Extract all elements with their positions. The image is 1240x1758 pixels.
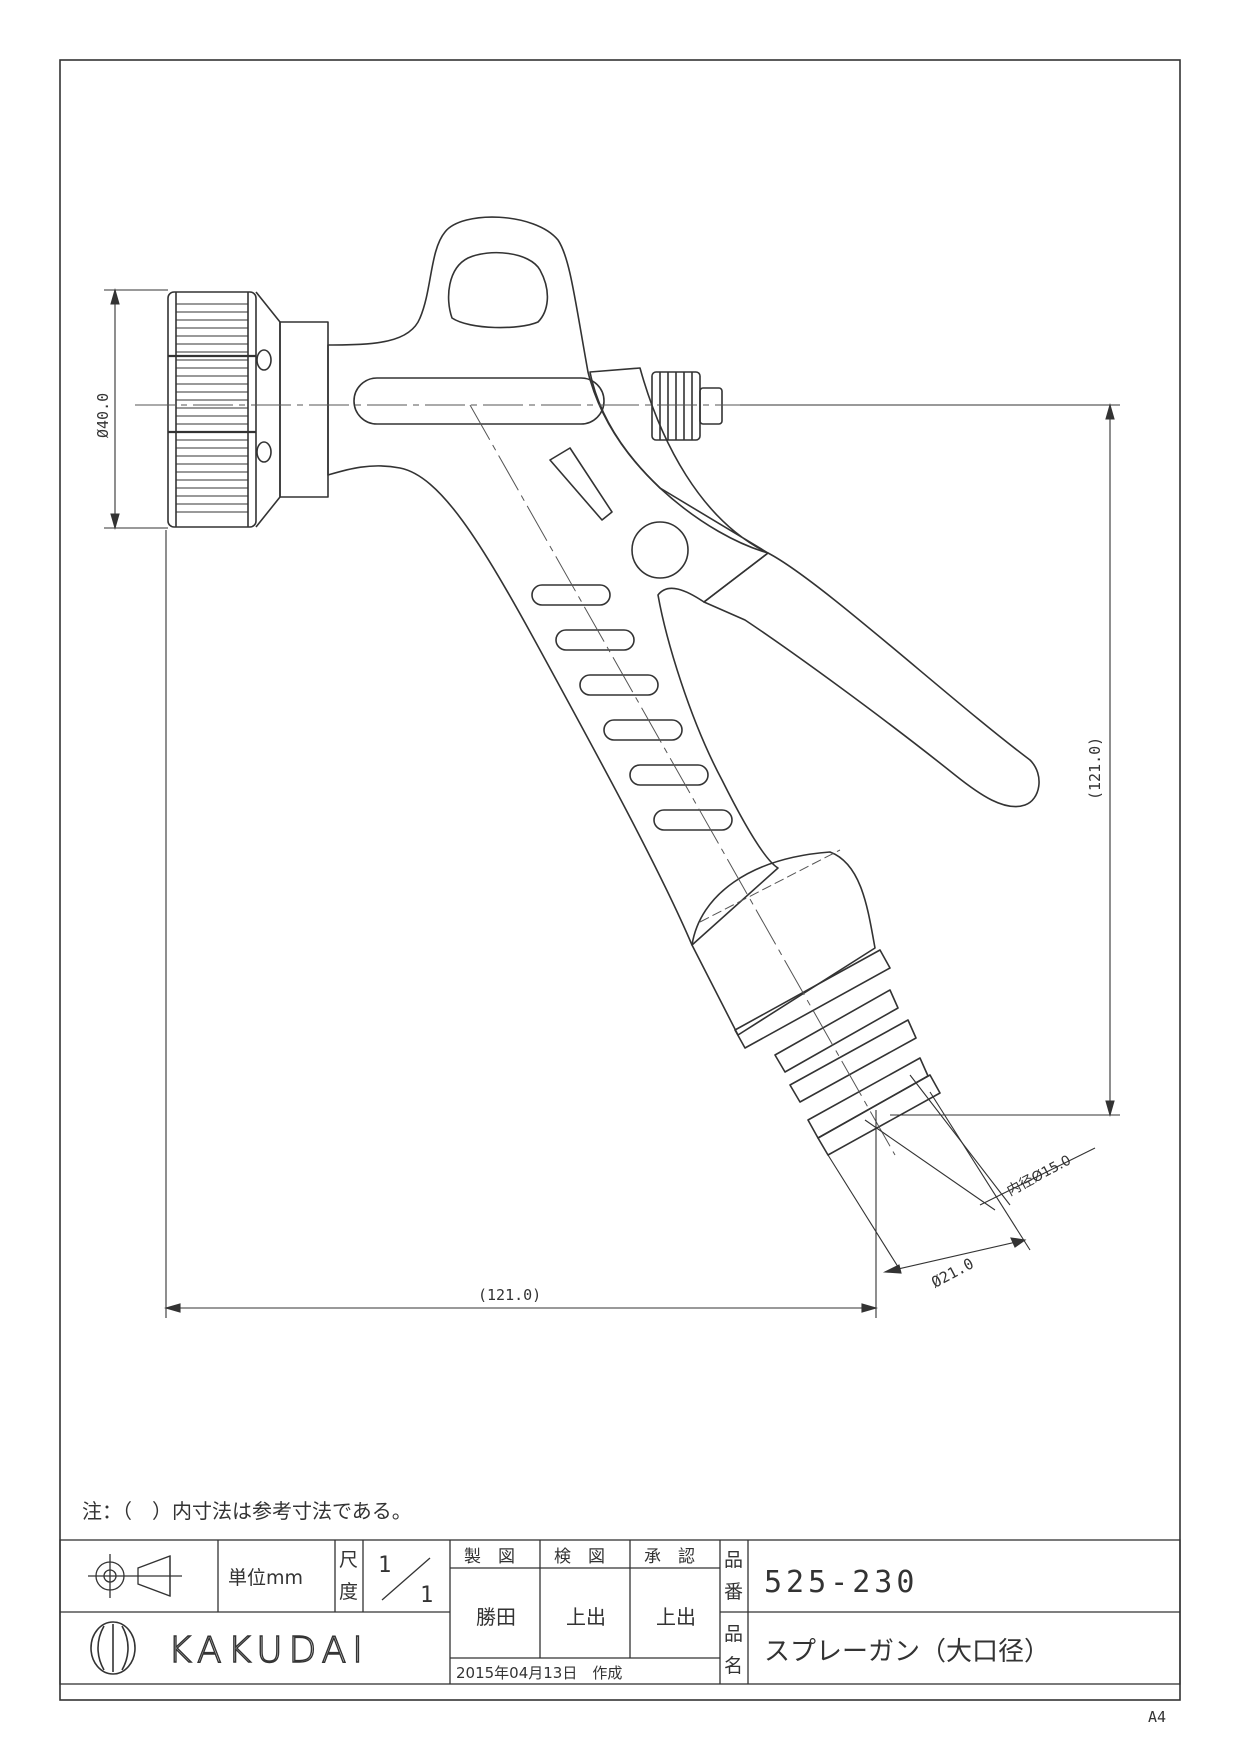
dim-height: (121.0) bbox=[1086, 737, 1104, 800]
coupling-ring-4 bbox=[807, 1057, 929, 1139]
paper-size: A4 bbox=[1148, 1708, 1166, 1726]
brand-name: KAKUDAI bbox=[168, 1630, 369, 1671]
safety-latch bbox=[549, 447, 613, 521]
barrel-slot bbox=[353, 377, 605, 425]
third-angle-projection-symbol bbox=[88, 1554, 182, 1598]
product-name: スプレーガン（大口径） bbox=[764, 1637, 1050, 1667]
dim-inner-diameter: 内径Ø15.0 bbox=[1004, 1152, 1073, 1199]
scale-numerator: 1 bbox=[378, 1553, 391, 1578]
unit-label: 単位mm bbox=[228, 1567, 303, 1589]
scale-denominator: 1 bbox=[420, 1583, 433, 1608]
approved-label: 承 認 bbox=[644, 1547, 695, 1567]
scale-slash bbox=[381, 1557, 431, 1601]
drawing-frame bbox=[59, 59, 1181, 1701]
title-block bbox=[59, 1539, 1181, 1685]
approved-by: 上出 bbox=[656, 1605, 696, 1629]
coupling-ring-1 bbox=[734, 949, 891, 1049]
nozzle-knurl bbox=[176, 303, 248, 513]
coupling-cap bbox=[691, 851, 876, 1036]
name-label-top: 品 bbox=[724, 1623, 743, 1645]
name-label-bottom: 名 bbox=[724, 1655, 743, 1677]
trigger-pivot bbox=[631, 521, 689, 579]
drawn-label: 製 図 bbox=[464, 1547, 515, 1567]
part-no-label-top: 品 bbox=[724, 1549, 743, 1571]
hanger-hole bbox=[447, 251, 549, 329]
dim-nozzle-diameter: Ø40.0 bbox=[94, 393, 112, 438]
part-no-label-bottom: 番 bbox=[724, 1581, 743, 1603]
center-lines bbox=[135, 404, 896, 1156]
nozzle-collar bbox=[255, 291, 281, 528]
hose-end bbox=[817, 1074, 941, 1156]
drawn-by: 勝田 bbox=[476, 1605, 516, 1629]
spray-gun-outline bbox=[167, 216, 1040, 1156]
kakudai-logo bbox=[90, 1621, 136, 1675]
checked-label: 検 図 bbox=[554, 1547, 605, 1567]
checked-by: 上出 bbox=[566, 1605, 606, 1629]
gun-body bbox=[327, 216, 779, 946]
nozzle-neck bbox=[279, 321, 329, 498]
scale-label-bottom: 度 bbox=[339, 1581, 358, 1603]
trigger-lever bbox=[589, 367, 1040, 808]
grip-slots bbox=[531, 584, 733, 831]
nozzle-head bbox=[167, 291, 257, 528]
reference-dimension-note: 注：（ ）内寸法は参考寸法である。 bbox=[82, 1499, 412, 1523]
creation-date: 2015年04月13日 作成 bbox=[456, 1664, 622, 1682]
dim-width: (121.0) bbox=[478, 1286, 541, 1304]
coupling-ring-3 bbox=[789, 1019, 917, 1103]
part-number: 525-230 bbox=[764, 1565, 918, 1600]
scale-label-top: 尺 bbox=[339, 1549, 358, 1571]
coupling-ring-2 bbox=[774, 989, 899, 1073]
dimension-lines bbox=[104, 287, 1120, 1318]
